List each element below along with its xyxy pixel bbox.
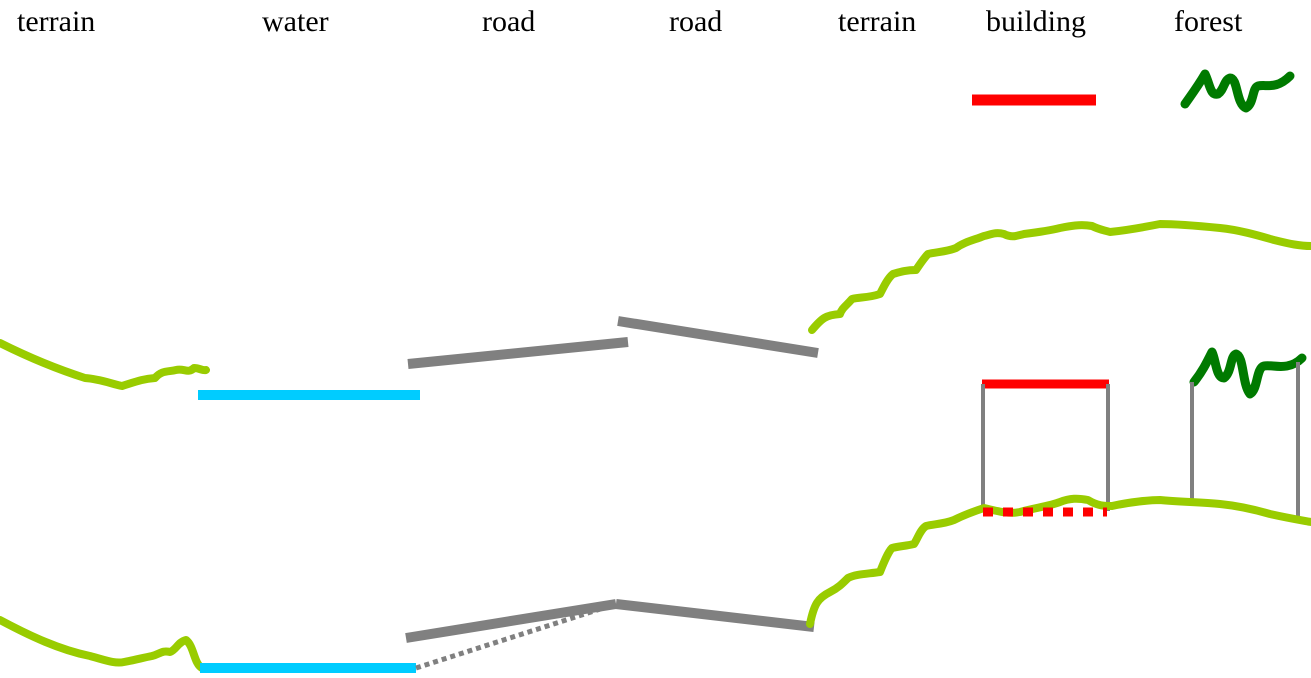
forest-canopy xyxy=(1189,347,1307,399)
road-segment-top-1 xyxy=(407,337,629,369)
terrain-segment-bottom-right xyxy=(806,494,1311,628)
road-segment-top-2 xyxy=(617,316,819,358)
terrain-segment-bottom-left xyxy=(0,616,206,672)
terrain-segment-top-right xyxy=(808,220,1311,334)
legend-labels: terrain water road road terrain building… xyxy=(0,0,1311,50)
label-terrain-1: terrain xyxy=(17,5,96,38)
road-segment-bottom-2 xyxy=(615,599,815,632)
road-dotted-link xyxy=(415,601,617,671)
label-terrain-2: terrain xyxy=(838,5,917,38)
label-water: water xyxy=(262,5,329,38)
legend-forest-symbol xyxy=(1180,69,1295,113)
label-road-2: road xyxy=(669,5,723,38)
terrain-segment-top-left xyxy=(0,339,210,390)
label-building: building xyxy=(986,5,1087,38)
road-segment-bottom-1 xyxy=(405,599,617,643)
label-forest: forest xyxy=(1174,5,1243,38)
label-road-1: road xyxy=(482,5,536,38)
